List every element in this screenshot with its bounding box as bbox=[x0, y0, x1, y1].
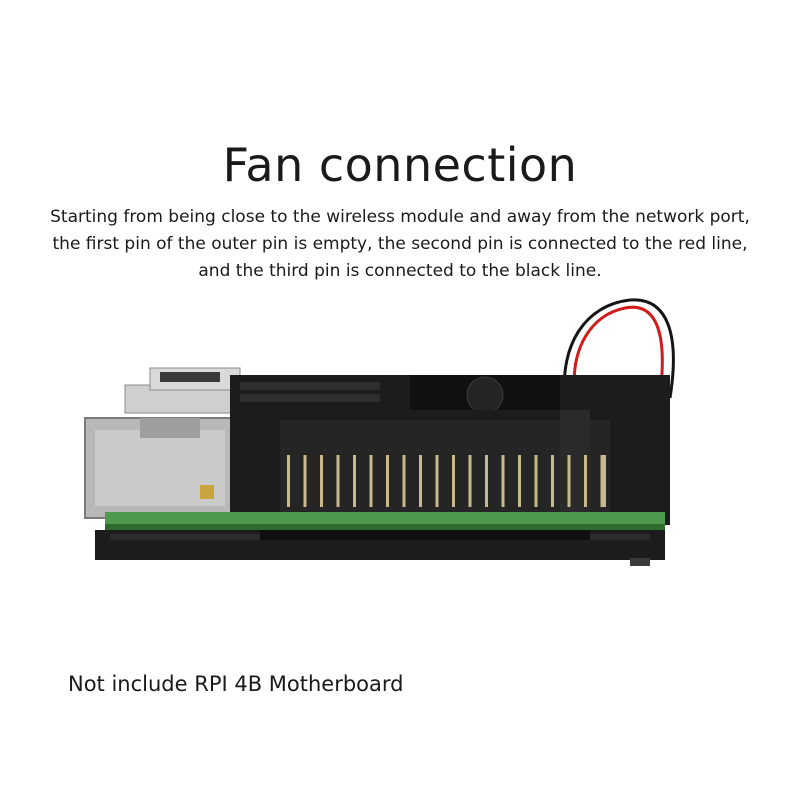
gpio-pin bbox=[369, 455, 373, 507]
product-photo bbox=[84, 298, 675, 566]
case-body bbox=[230, 410, 670, 525]
usb-ports bbox=[124, 367, 241, 414]
gpio-pin bbox=[419, 455, 422, 507]
case-heatsink bbox=[230, 375, 670, 415]
gpio-pin bbox=[402, 455, 406, 507]
gpio-pin bbox=[584, 455, 587, 507]
gpio-pin bbox=[518, 455, 521, 507]
gpio-pin bbox=[435, 455, 439, 507]
page-title: Fan connection bbox=[222, 138, 578, 192]
fan-connection-description: Starting from being close to the wireles… bbox=[50, 207, 750, 281]
case-bottom bbox=[95, 530, 665, 566]
gpio-pin bbox=[485, 455, 488, 507]
gpio-pin bbox=[551, 455, 554, 507]
ethernet-port bbox=[84, 417, 236, 519]
gpio-pin bbox=[452, 455, 455, 507]
gpio-pin bbox=[320, 455, 323, 507]
fan-icon bbox=[466, 376, 504, 414]
gpio-pin bbox=[468, 455, 472, 507]
gpio-pin bbox=[501, 455, 505, 507]
gpio-pin bbox=[353, 455, 356, 507]
gpio-pin bbox=[336, 455, 340, 507]
footnote-not-included: Not include RPI 4B Motherboard bbox=[68, 672, 404, 696]
gpio-pin bbox=[534, 455, 538, 507]
gpio-pin bbox=[303, 455, 307, 507]
gpio-pin bbox=[386, 455, 389, 507]
gpio-pin bbox=[287, 455, 290, 507]
pcb-board bbox=[105, 512, 665, 526]
gpio-pin bbox=[603, 455, 606, 507]
gpio-pin bbox=[600, 455, 604, 507]
gpio-pin bbox=[567, 455, 571, 507]
